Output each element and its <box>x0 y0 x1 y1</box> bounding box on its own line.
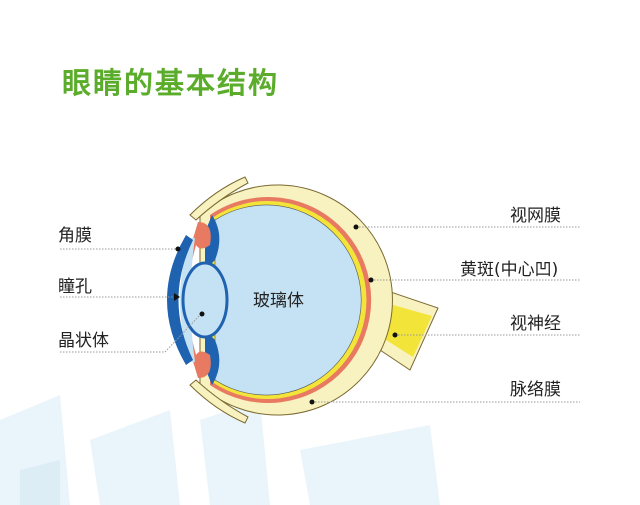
background-decoration <box>0 395 440 505</box>
upper-eyelid <box>189 176 249 221</box>
label-retina: 视网膜 <box>510 206 561 226</box>
choroid-dot <box>309 399 315 405</box>
lens-leader <box>60 314 201 353</box>
label-choroid: 脉络膜 <box>510 380 561 400</box>
page-title: 眼睛的基本结构 <box>62 66 280 100</box>
lower-eyelid <box>189 379 249 424</box>
label-macula: 黄斑(中心凹) <box>460 260 558 280</box>
cornea-shape <box>167 235 193 365</box>
cornea-dot <box>175 246 181 252</box>
macula-dot <box>368 277 374 283</box>
optic-nerve-dot <box>392 332 398 338</box>
retina-dot <box>353 224 359 230</box>
label-pupil: 瞳孔 <box>58 277 92 297</box>
lens-shape <box>181 261 229 339</box>
pupil-arrow <box>174 293 180 301</box>
vitreous-body <box>214 204 362 396</box>
lens-dot <box>199 311 205 317</box>
label-vitreous: 玻璃体 <box>253 291 304 311</box>
label-lens: 晶状体 <box>58 331 109 351</box>
label-cornea: 角膜 <box>58 226 92 246</box>
label-optic-nerve: 视神经 <box>510 314 561 334</box>
